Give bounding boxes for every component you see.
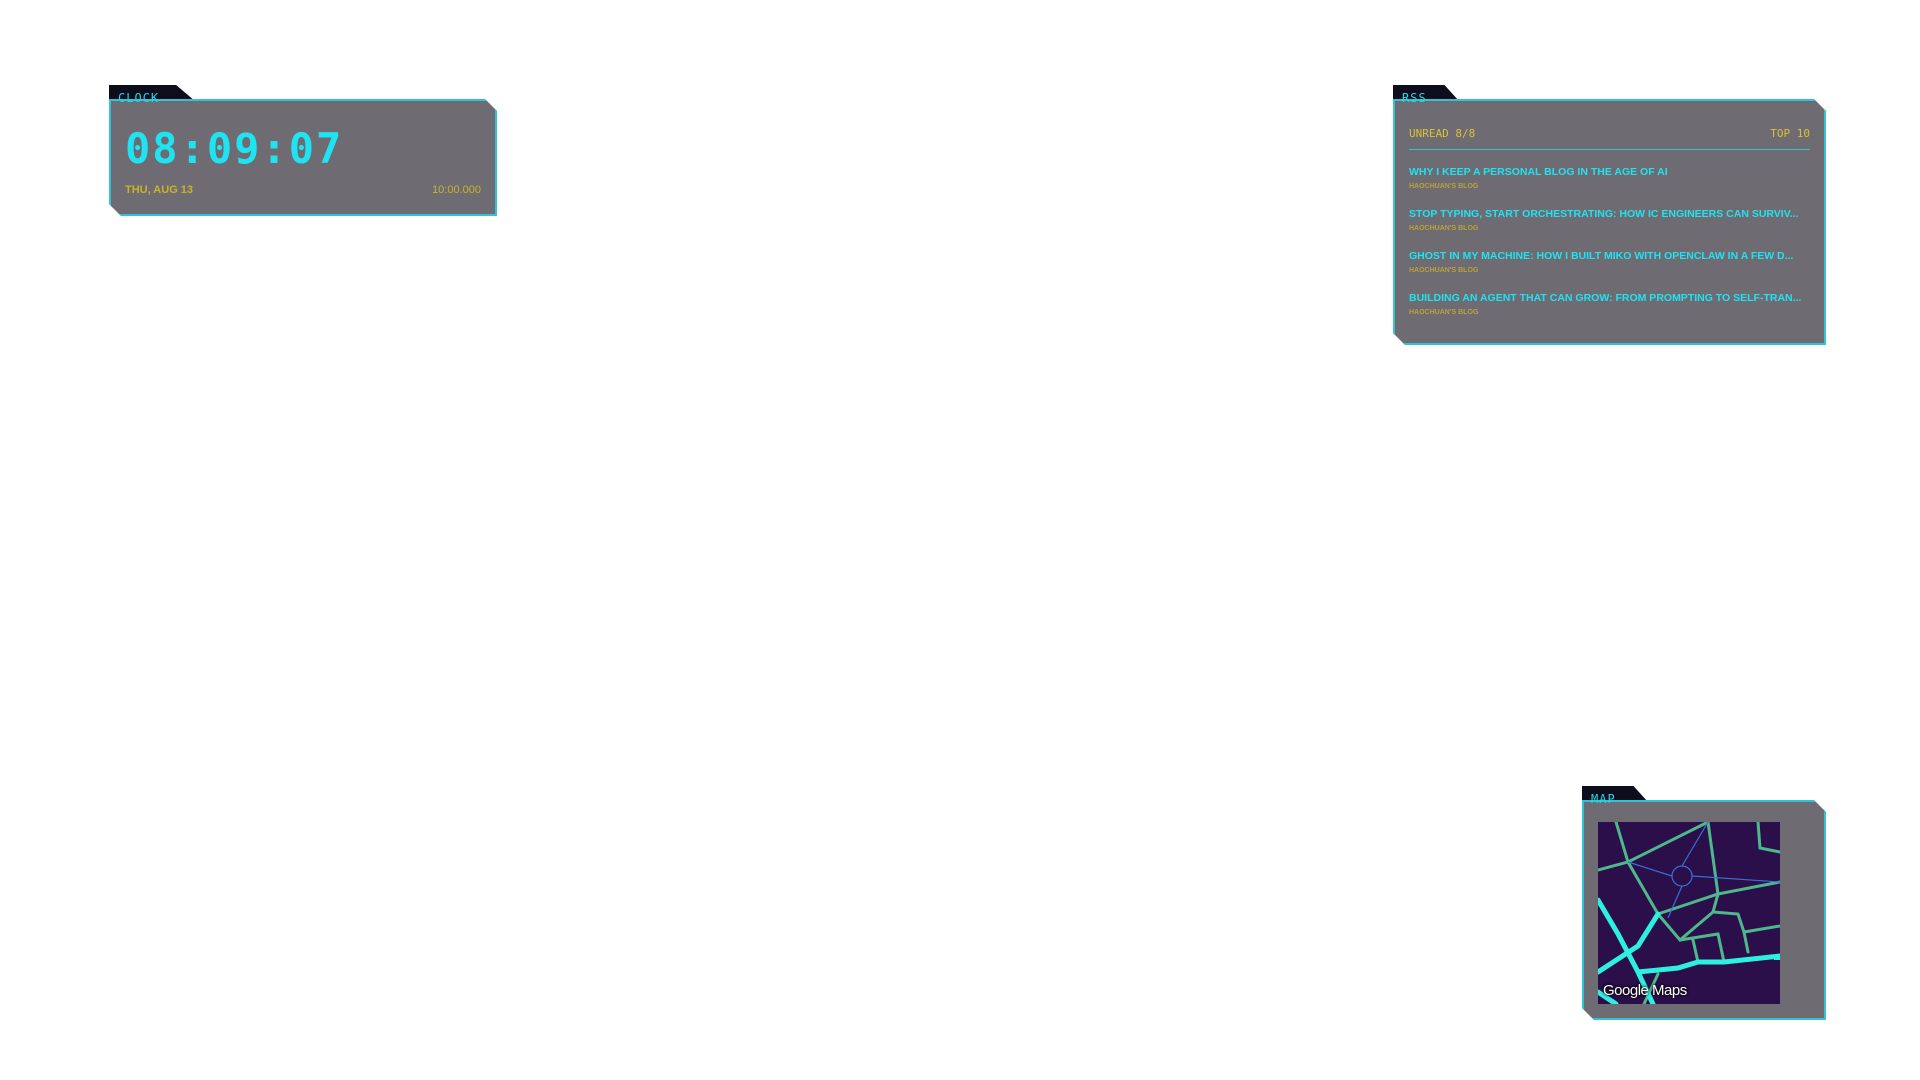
map-roads: [1598, 822, 1780, 1004]
map-panel: Google Maps: [1582, 800, 1826, 1020]
major-roads: [1598, 900, 1780, 1004]
rss-item[interactable]: WHY I KEEP A PERSONAL BLOG IN THE AGE OF…: [1409, 165, 1810, 207]
rss-item-source: HAOCHUAN'S BLOG: [1409, 183, 1479, 190]
rss-item-source: HAOCHUAN'S BLOG: [1409, 225, 1479, 232]
rss-tab-label: RSS: [1402, 91, 1427, 105]
google-maps-logo: Google Maps: [1603, 982, 1687, 999]
rss-item[interactable]: STOP TYPING, START ORCHESTRATING: HOW IC…: [1409, 207, 1810, 249]
rss-list: WHY I KEEP A PERSONAL BLOG IN THE AGE OF…: [1409, 165, 1810, 333]
radial-streets: [1628, 822, 1780, 918]
rss-widget: RSS UNREAD 8/8 TOP 10 WHY I KEEP A PERSO…: [1393, 85, 1826, 345]
rss-item-source: HAOCHUAN'S BLOG: [1409, 267, 1479, 274]
rss-item-title[interactable]: WHY I KEEP A PERSONAL BLOG IN THE AGE OF…: [1409, 166, 1668, 178]
minor-roads: [1598, 822, 1780, 1004]
rss-header: UNREAD 8/8 TOP 10: [1409, 127, 1810, 150]
rss-unread-count: UNREAD 8/8: [1409, 127, 1476, 140]
map-widget: MAP: [1582, 786, 1826, 1020]
rss-panel: UNREAD 8/8 TOP 10 WHY I KEEP A PERSONAL …: [1393, 99, 1826, 345]
map-view[interactable]: Google Maps: [1598, 822, 1780, 1004]
map-marker: [1774, 956, 1780, 960]
clock-panel: 08:09:07 THU, AUG 13 10:00.000: [109, 99, 497, 216]
rss-item-title[interactable]: STOP TYPING, START ORCHESTRATING: HOW IC…: [1409, 208, 1799, 220]
clock-time: 08:09:07: [125, 124, 344, 173]
rss-item[interactable]: BUILDING AN AGENT THAT CAN GROW: FROM PR…: [1409, 291, 1810, 333]
map-tab: [1582, 786, 1648, 802]
rss-item-source: HAOCHUAN'S BLOG: [1409, 309, 1479, 316]
rss-item-title[interactable]: BUILDING AN AGENT THAT CAN GROW: FROM PR…: [1409, 292, 1802, 304]
clock-widget: CLOCK 08:09:07 THU, AUG 13 10:00.000: [109, 85, 497, 216]
rss-tab: [1393, 85, 1459, 101]
rss-item[interactable]: GHOST IN MY MACHINE: HOW I BUILT MIKO WI…: [1409, 249, 1810, 291]
clock-counter: 10:00.000: [432, 184, 481, 196]
rss-item-title[interactable]: GHOST IN MY MACHINE: HOW I BUILT MIKO WI…: [1409, 250, 1794, 262]
map-tab-label: MAP: [1591, 792, 1616, 806]
rss-top-filter[interactable]: TOP 10: [1770, 127, 1810, 140]
clock-date: THU, AUG 13: [125, 184, 194, 196]
clock-tab: [109, 85, 195, 101]
clock-tab-label: CLOCK: [118, 91, 160, 105]
